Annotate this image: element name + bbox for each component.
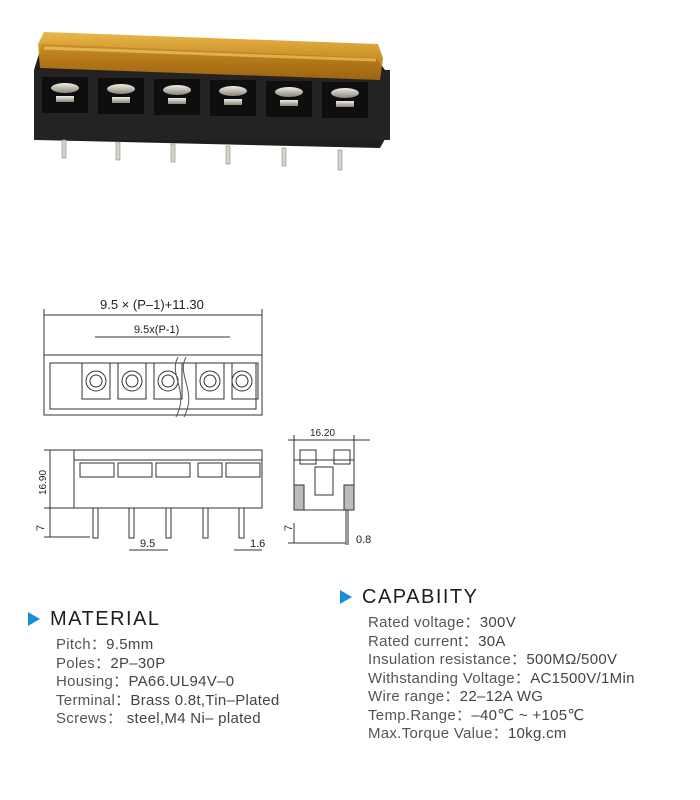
pitch-label: 9.5 <box>140 538 155 550</box>
material-section: MATERIAL Pitch：9.5mm Poles：2P–30P Housin… <box>28 606 280 729</box>
technical-drawing: 9.5 × (P–1)+11.30 9.5x(P-1) 16.90 7 9.5 … <box>30 295 390 560</box>
side-width-label: 16.20 <box>310 428 335 439</box>
pin-length-label: 7 <box>35 525 47 531</box>
spec-item: Poles：2P–30P <box>56 654 166 672</box>
pin-thickness-label: 0.8 <box>356 534 371 546</box>
side-pin-length-label: 7 <box>283 525 295 531</box>
overall-length-label: 9.5 × (P–1)+11.30 <box>100 297 204 312</box>
spec-item: Insulation resistance：500MΩ/500V <box>368 651 618 668</box>
spec-item: Housing：PA66.UL94V–0 <box>56 673 235 690</box>
triangle-bullet-icon <box>340 590 352 604</box>
terminal-block-illustration <box>34 32 390 171</box>
spec-item: Max.Torque Value：10kg.cm <box>368 725 567 742</box>
spec-item: Withstanding Voltage：AC1500V/1Min <box>368 669 635 687</box>
spec-item: Temp.Range：–40℃ ~ +105℃ <box>368 706 585 724</box>
capability-section: CAPABIITY Rated voltage：300V Rated curre… <box>340 584 635 744</box>
material-title: MATERIAL <box>50 607 161 630</box>
dimension-drawing: 9.5 × (P–1)+11.30 9.5x(P-1) 16.90 7 9.5 … <box>35 297 371 551</box>
triangle-bullet-icon <box>28 612 40 626</box>
capability-title: CAPABIITY <box>362 585 479 608</box>
spec-item: Rated current：30A <box>368 632 506 650</box>
spec-item: Pitch：9.5mm <box>56 636 154 653</box>
spec-item: Rated voltage：300V <box>368 614 516 631</box>
spec-item: Terminal：Brass 0.8t,Tin–Plated <box>56 691 280 709</box>
spec-item: Screws： steel,M4 Ni– plated <box>56 710 261 727</box>
height-label: 16.90 <box>38 470 49 495</box>
pitch-span-label: 9.5x(P-1) <box>134 324 179 336</box>
spec-item: Wire range：22–12A WG <box>368 688 544 705</box>
product-photo <box>28 22 398 182</box>
pin-width-label: 1.6 <box>250 538 265 550</box>
capability-list: Rated voltage：300V Rated current：30A Ins… <box>368 614 635 744</box>
material-list: Pitch：9.5mm Poles：2P–30P Housing：PA66.UL… <box>56 636 280 729</box>
